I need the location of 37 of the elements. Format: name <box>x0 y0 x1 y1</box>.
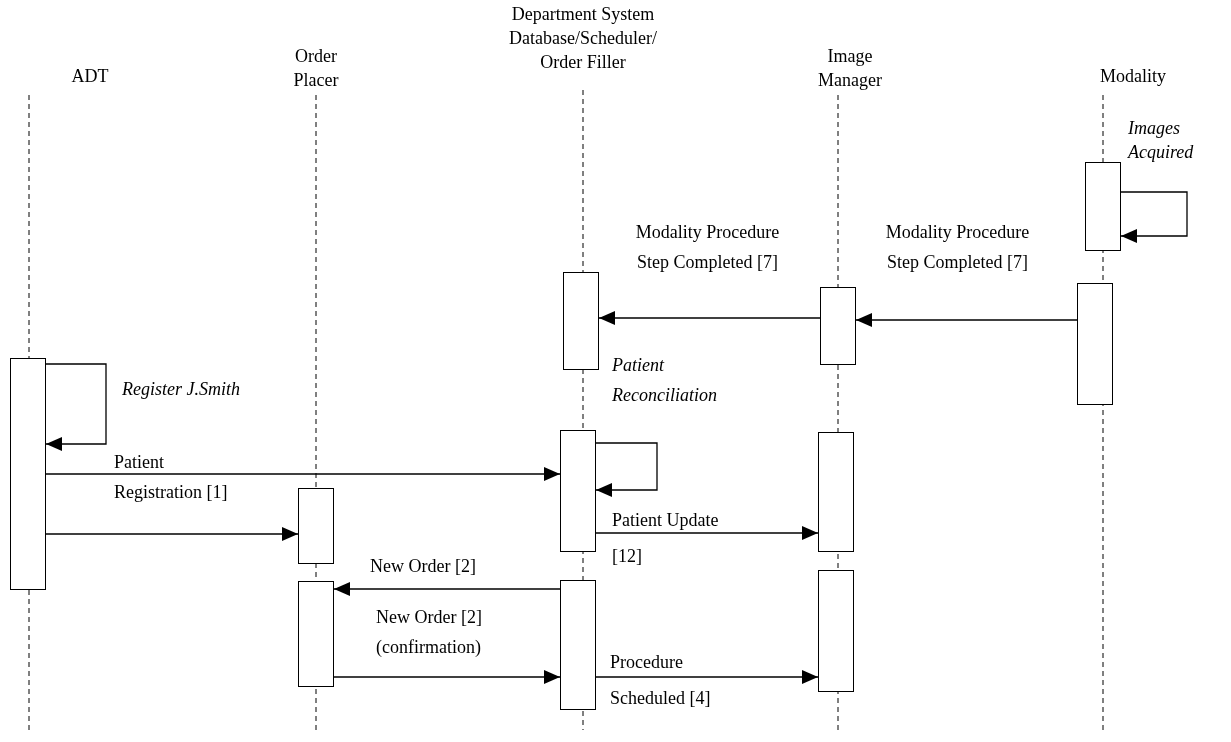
activation-bar <box>298 581 334 687</box>
message-arrow <box>45 527 299 541</box>
message-label: New Order [2] (confirmation) <box>376 606 483 659</box>
participant-label: Department System Database/Scheduler/ Order Filler <box>490 2 676 74</box>
message-arrow <box>595 670 819 684</box>
activation-bar <box>560 580 596 710</box>
message-label: Modality Procedure Step Completed [7] <box>884 221 1031 274</box>
message-label: Patient Reconciliation <box>612 354 718 407</box>
message-label: Patient Update [12] <box>612 509 720 568</box>
participant-label: ADT <box>50 64 130 88</box>
message-arrow <box>333 670 561 684</box>
message-arrow <box>598 311 821 325</box>
activation-bar <box>563 272 599 370</box>
participant-label: Order Placer <box>281 44 351 92</box>
activation-bar <box>10 358 46 590</box>
message-label: Patient Registration [1] <box>114 451 229 504</box>
participant-label: Modality <box>1083 64 1183 88</box>
participant-label: Image Manager <box>810 44 890 92</box>
activation-bar <box>298 488 334 564</box>
activation-bar <box>1077 283 1113 405</box>
message-label: New Order [2] <box>370 555 477 578</box>
message-arrow <box>45 467 561 481</box>
activation-bar <box>818 570 854 692</box>
activation-bar <box>560 430 596 552</box>
message-arrow <box>595 526 819 540</box>
message-label: Register J.Smith <box>122 378 241 401</box>
message-arrow <box>855 313 1078 327</box>
activation-bar <box>818 432 854 552</box>
message-label: Procedure Scheduled [4] <box>610 651 712 710</box>
message-arrow <box>333 582 561 596</box>
activation-bar <box>1085 162 1121 251</box>
message-label: Images Acquired <box>1128 117 1195 164</box>
self-message-arrow <box>595 442 658 497</box>
activation-bar <box>820 287 856 365</box>
self-message-arrow <box>1120 191 1188 243</box>
message-label: Modality Procedure Step Completed [7] <box>634 221 781 274</box>
self-message-arrow <box>45 363 107 451</box>
